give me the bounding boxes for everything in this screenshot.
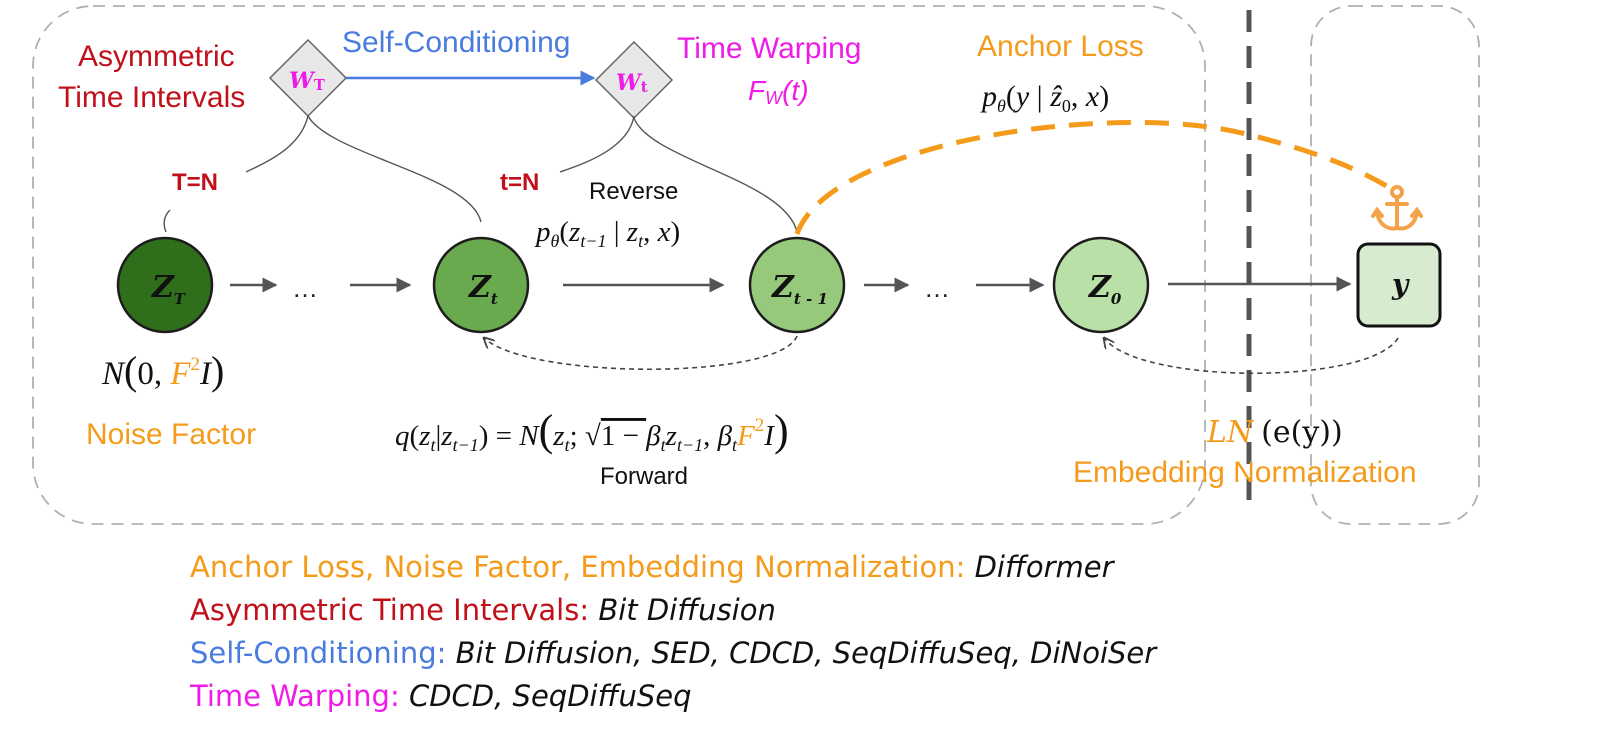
ln-formula: LN(e(y)) [1206,415,1343,450]
reverse-formula: pθ(zt−1 | zt, x) [534,216,680,251]
legend-refs-3: Bit Diffusion, SED, CDCD, SeqDiffuSeq, D… [455,636,1157,670]
y-label: y [1391,268,1410,301]
svg-text:Wt: Wt [616,70,648,96]
curve-wt-left [559,115,635,173]
self-conditioning-label: Self-Conditioning [342,26,570,59]
ellipsis-2: … [924,273,950,303]
t-eq-N-label: t=N [500,169,539,196]
asym-label-1: Asymmetric [78,40,235,73]
anchor-formula: pθ(y | ẑ0, x) [980,80,1109,116]
anchor-loss-arc [794,120,1400,235]
zt1-sub: t - 1 [794,290,828,308]
node-zt: Zt [432,236,530,334]
node-zt-minus-1: Zt - 1 [748,236,846,334]
prior-formula: N(0, F2I) [101,348,224,393]
legend-key-1: Anchor Loss, Noise Factor, Embedding Nor… [190,550,966,584]
T-eq-N-label: T=N [172,169,218,196]
output-region-box [1310,5,1480,525]
legend-refs-2: Bit Diffusion [598,593,776,627]
anchor-loss-label: Anchor Loss [977,30,1144,63]
time-warp-fn: FW(t) [748,75,809,108]
svg-text:ZT: ZT [151,270,187,308]
noise-factor-label: Noise Factor [86,418,256,451]
embedding-norm-label: Embedding Normalization [1073,456,1417,489]
main-region-box [32,5,1206,525]
node-y: y [1356,242,1442,328]
z0-main: Z [1088,270,1112,305]
svg-text:Z0: Z0 [1088,270,1122,308]
legend-refs-4: CDCD, SeqDiffuSeq [408,679,692,713]
node-z0: Z0 [1052,236,1150,334]
wT-sub: T [314,76,326,94]
curve-wT-right [307,115,482,223]
wT-label: W [289,68,316,94]
legend-line-1: Anchor Loss, Noise Factor, Embedding Nor… [190,551,1114,583]
forward-back-arrow [484,335,798,371]
ellipsis-1: … [292,273,318,303]
embedding-back-arrow [1104,338,1399,374]
svg-text:WT: WT [289,68,326,94]
legend-key-2: Asymmetric Time Intervals: [190,593,590,627]
legend-line-3: Self-Conditioning: Bit Diffusion, SED, C… [190,637,1156,669]
zT-main: Z [151,270,175,305]
zt-main: Z [468,270,492,305]
legend-line-2: Asymmetric Time Intervals: Bit Diffusion [190,594,776,626]
legend-key-4: Time Warping: [190,679,400,713]
time-warping-label: Time Warping [677,32,861,65]
zt-sub: t [491,290,498,308]
node-zT: ZT [116,236,214,334]
wt-label: W [616,70,643,96]
svg-text:Zt: Zt [468,270,498,308]
z0-sub: 0 [1111,290,1122,308]
curve-wt-right [633,117,798,233]
curve-zT-stub [163,209,171,233]
legend-line-4: Time Warping: CDCD, SeqDiffuSeq [190,680,692,712]
forward-label: Forward [600,463,688,490]
curve-wT-left [245,115,309,173]
legend-key-3: Self-Conditioning: [190,636,447,670]
svg-text:Zt - 1: Zt - 1 [771,270,828,308]
forward-formula: q(zt|zt−1) = N(zt; √1 − βtzt−1, βtF2I) [395,406,789,455]
legend-refs-1: Difformer [974,550,1114,584]
reverse-label: Reverse [589,178,678,205]
anchor-icon [1371,185,1423,231]
zT-sub: T [174,290,187,308]
wt-sub: t [641,78,648,96]
asym-label-2: Time Intervals [58,81,245,114]
zt1-main: Z [771,270,795,305]
